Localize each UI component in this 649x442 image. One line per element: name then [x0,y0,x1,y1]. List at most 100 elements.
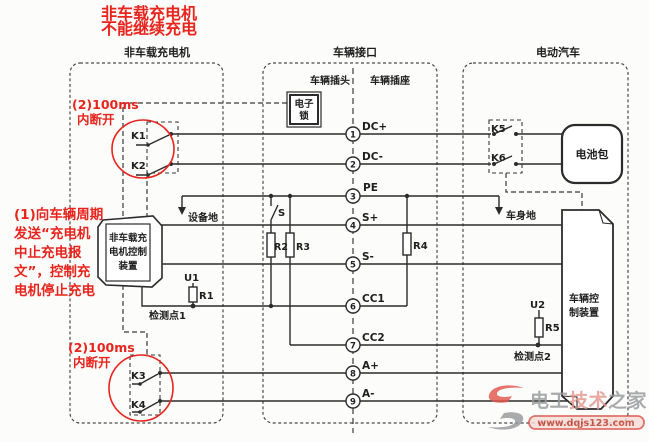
terminal-4-label: S+ [362,212,378,224]
battery-pack: 电池包 [560,123,624,185]
u2-label: U2 [530,300,545,311]
cc1-wire [141,286,407,307]
k2-label: K2 [131,161,146,172]
watermark-url-pill [528,415,645,430]
left-para-line-2: 发送“充电机 [13,225,91,242]
terminal-2-label: DC- [362,151,383,163]
terminal-5-num: 5 [350,261,356,271]
terminal-7-num: 7 [350,342,356,352]
terminal-6-circle [345,298,361,314]
r3-resistor [285,232,295,258]
watermark-logo-top [488,385,524,403]
control-lines [122,102,583,355]
interface-section-label: 车辆接口 [333,45,377,59]
terminal-1: 1 DC+ [345,121,387,142]
r4-resistor [402,232,412,256]
left-para-line-5: 电机停止充电 [14,282,95,299]
terminal-1-label: DC+ [362,121,387,133]
r2-label: R2 [274,242,288,253]
s-r2-branch [270,196,279,306]
electronic-lock-label-1: 电子 [294,98,314,110]
vehicle-section-label: 电动汽车 [536,45,580,59]
k1-label: K1 [131,131,146,142]
watermark-url: www.dqjs123.com [537,418,634,429]
watermark-logo-bottom [488,412,524,430]
terminals: 1 DC+ 2 DC- 3 PE 4 S+ 5 S- 6 CC1 [345,121,387,409]
k1-k2-highlight-circle [111,119,175,179]
left-para-line-1: (1)向车辆周期 [14,206,103,223]
terminal-2-circle [345,156,361,172]
charger-control-device: 非车载充 电机控制 装置 [97,215,163,288]
terminal-4-circle [345,217,361,233]
terminal-8: 8 A+ [345,360,379,381]
terminal-9-circle [345,393,361,409]
k4-label: K4 [131,400,146,411]
interface-boundary-box [262,62,438,424]
terminal-3-label: PE [363,182,378,194]
r5-label: R5 [545,323,560,334]
bottom-note-line-1: (2)100ms [68,340,135,355]
electronic-lock-inner [289,94,319,125]
vehicle-control-device: 车辆控 制装置 [561,209,614,410]
r3-label: R3 [296,242,310,253]
vehicle-control-outline [561,209,614,410]
top-note-line-2: 内断开 [77,112,115,127]
k6-switch [493,155,513,165]
terminal-5-circle [345,256,361,272]
vehicle-control-label-1: 车辆控 [569,292,599,305]
socket-label: 车辆插座 [370,74,410,87]
watermark-name-part1: 电工 [530,389,569,412]
terminal-9-num: 9 [350,398,356,408]
electronic-lock-outer [286,91,322,128]
r1-label: R1 [199,291,214,302]
terminal-2: 2 DC- [345,151,383,172]
k3k4-control-line [122,285,148,355]
charger-boundary-box [69,62,224,424]
top-note-line-1: (2)100ms [72,97,139,112]
watermark: 电工技术之家 www.dqjs123.com [488,385,648,430]
k1-k2-enclosure [146,121,179,174]
terminal-6-num: 6 [350,303,356,313]
terminal-3-num: 3 [350,193,356,203]
vehicle-control-bevel [561,209,614,409]
terminal-8-num: 8 [350,370,356,380]
title-line-1: 非车载充电机 [101,4,197,23]
battery-pack-box [560,123,624,185]
terminal-1-num: 1 [350,131,356,141]
r5-resistor [534,317,544,338]
left-para-line-3: 中止充电报 [14,244,82,261]
terminal-3: 3 PE [345,182,378,204]
lock-control-line [122,102,287,218]
r4-label: R4 [413,241,428,252]
k5k6-control-line [505,173,583,210]
relay-switches [132,125,513,413]
charger-control-label-2: 电机控制 [109,246,148,258]
k1-switch [136,134,170,146]
resistors [188,232,544,338]
junction-dots [138,132,541,414]
k5-label: K5 [491,124,506,135]
terminal-6-label: CC1 [362,293,385,305]
left-para-line-4: 文”，控制充 [14,263,91,280]
charger-control-face [105,223,151,282]
terminal-9-label: A- [362,388,374,400]
k3-k4-highlight-circle [108,354,174,422]
detect-point-1-label: 检测点1 [149,309,186,322]
terminal-8-circle [345,365,361,381]
terminal-9: 9 A- [345,388,374,409]
charger-control-label-3: 装置 [117,260,138,272]
k6-label: K6 [491,153,506,164]
equip-ground-arrow [178,207,186,215]
s-switch-label: S [278,208,285,219]
r1-resistor [188,286,198,303]
battery-pack-label: 电池包 [576,147,609,161]
vehicle-control-label-2: 制装置 [569,306,599,319]
watermark-name-part3: 之家 [608,389,648,412]
terminal-5-label: S- [362,251,374,263]
k5-switch [493,125,513,135]
terminal-1-circle [345,126,361,142]
terminal-3-circle [345,188,361,204]
u1-label: U1 [184,273,199,284]
